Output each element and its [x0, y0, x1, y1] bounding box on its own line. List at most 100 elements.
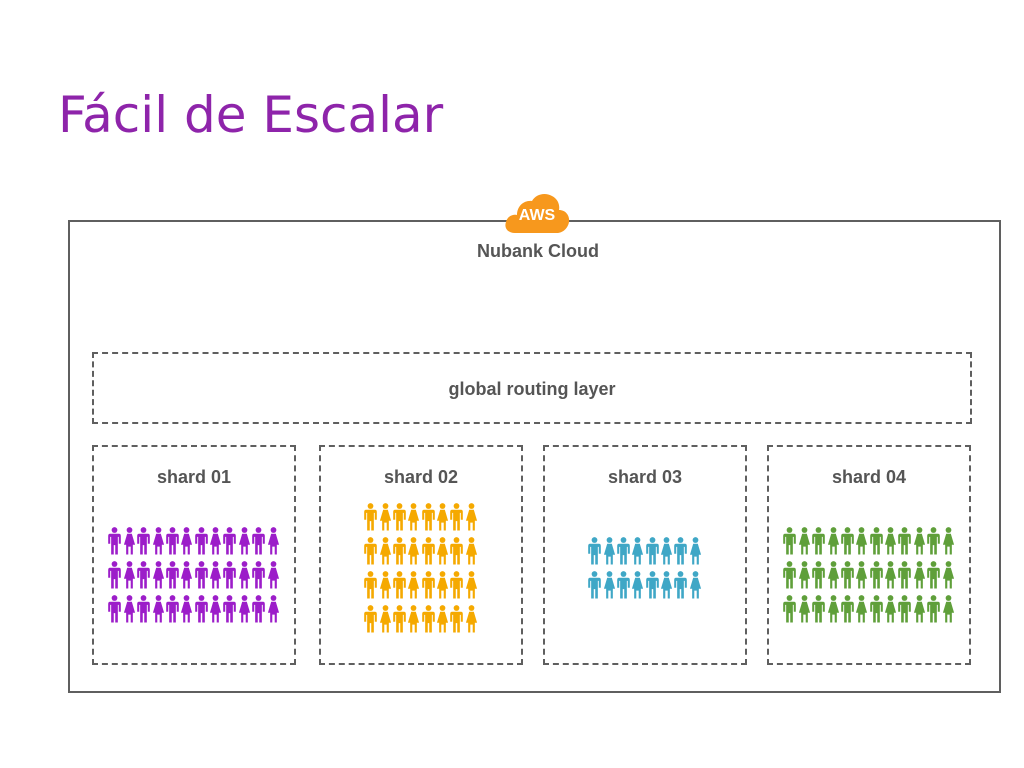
- female-person-icon: [181, 561, 193, 589]
- male-person-icon: [645, 537, 659, 565]
- male-person-icon: [841, 561, 854, 589]
- male-person-icon: [223, 595, 237, 623]
- people-row: [364, 537, 478, 565]
- male-person-icon: [645, 571, 659, 599]
- shard-04-label: shard 04: [831, 467, 907, 487]
- male-person-icon: [898, 527, 912, 555]
- female-person-icon: [181, 527, 193, 555]
- male-person-icon: [421, 571, 435, 599]
- male-person-icon: [364, 571, 377, 599]
- female-person-icon: [798, 527, 810, 555]
- male-person-icon: [393, 571, 406, 599]
- people-row: [783, 595, 954, 623]
- male-person-icon: [194, 561, 208, 589]
- female-person-icon: [123, 561, 135, 589]
- female-person-icon: [267, 527, 279, 555]
- female-person-icon: [379, 571, 391, 599]
- shard-04-box: shard 04: [767, 445, 971, 665]
- male-person-icon: [450, 537, 464, 565]
- female-person-icon: [942, 561, 954, 589]
- female-person-icon: [632, 537, 644, 565]
- female-person-icon: [408, 605, 420, 633]
- male-person-icon: [421, 503, 435, 531]
- male-person-icon: [194, 527, 208, 555]
- female-person-icon: [379, 537, 391, 565]
- male-person-icon: [927, 595, 941, 623]
- aws-cloud-icon: AWS: [503, 191, 571, 235]
- male-person-icon: [364, 537, 377, 565]
- female-person-icon: [210, 527, 222, 555]
- female-person-icon: [408, 537, 420, 565]
- shard-03-people-icon: [545, 537, 745, 599]
- global-routing-layer: global routing layer: [92, 352, 972, 424]
- female-person-icon: [689, 537, 701, 565]
- people-row: [588, 537, 702, 565]
- female-person-icon: [661, 537, 673, 565]
- male-person-icon: [364, 503, 377, 531]
- female-person-icon: [238, 595, 250, 623]
- male-person-icon: [898, 561, 912, 589]
- male-person-icon: [450, 503, 464, 531]
- aws-badge-label: AWS: [518, 207, 556, 224]
- male-person-icon: [393, 605, 406, 633]
- cloud-name: Nubank Cloud: [477, 241, 599, 261]
- female-person-icon: [152, 561, 164, 589]
- female-person-icon: [856, 527, 868, 555]
- female-person-icon: [123, 595, 135, 623]
- male-person-icon: [166, 595, 179, 623]
- male-person-icon: [812, 527, 825, 555]
- female-person-icon: [465, 503, 477, 531]
- male-person-icon: [674, 537, 688, 565]
- female-person-icon: [465, 605, 477, 633]
- male-person-icon: [450, 605, 464, 633]
- female-person-icon: [267, 595, 279, 623]
- female-person-icon: [210, 595, 222, 623]
- male-person-icon: [812, 595, 825, 623]
- female-person-icon: [465, 537, 477, 565]
- shard-04-people-icon: [769, 527, 969, 623]
- people-row: [364, 503, 478, 531]
- male-person-icon: [137, 595, 150, 623]
- female-person-icon: [408, 571, 420, 599]
- routing-layer-label: global routing layer: [448, 379, 616, 399]
- female-person-icon: [632, 571, 644, 599]
- male-person-icon: [783, 527, 797, 555]
- female-person-icon: [827, 595, 839, 623]
- male-person-icon: [137, 527, 150, 555]
- female-person-icon: [913, 561, 925, 589]
- male-person-icon: [841, 595, 854, 623]
- male-person-icon: [108, 561, 122, 589]
- shard-02-people-icon: [321, 503, 521, 633]
- shard-01-label: shard 01: [156, 467, 232, 487]
- male-person-icon: [393, 503, 406, 531]
- shard-01-box: shard 01: [92, 445, 296, 665]
- female-person-icon: [913, 595, 925, 623]
- shard-02-label: shard 02: [383, 467, 459, 487]
- male-person-icon: [194, 595, 208, 623]
- shard-03-box: shard 03: [543, 445, 747, 665]
- male-person-icon: [617, 571, 630, 599]
- male-person-icon: [223, 527, 237, 555]
- female-person-icon: [238, 527, 250, 555]
- female-person-icon: [913, 527, 925, 555]
- people-row: [783, 561, 954, 589]
- female-person-icon: [267, 561, 279, 589]
- male-person-icon: [421, 605, 435, 633]
- male-person-icon: [869, 561, 883, 589]
- male-person-icon: [252, 561, 266, 589]
- female-person-icon: [181, 595, 193, 623]
- female-person-icon: [210, 561, 222, 589]
- people-row: [364, 605, 478, 633]
- female-person-icon: [942, 595, 954, 623]
- female-person-icon: [827, 561, 839, 589]
- shard-01-people-icon: [94, 527, 294, 623]
- female-person-icon: [856, 561, 868, 589]
- people-row: [783, 527, 954, 555]
- female-person-icon: [798, 561, 810, 589]
- male-person-icon: [674, 571, 688, 599]
- female-person-icon: [885, 527, 897, 555]
- male-person-icon: [588, 571, 601, 599]
- male-person-icon: [252, 527, 266, 555]
- female-person-icon: [689, 571, 701, 599]
- female-person-icon: [942, 527, 954, 555]
